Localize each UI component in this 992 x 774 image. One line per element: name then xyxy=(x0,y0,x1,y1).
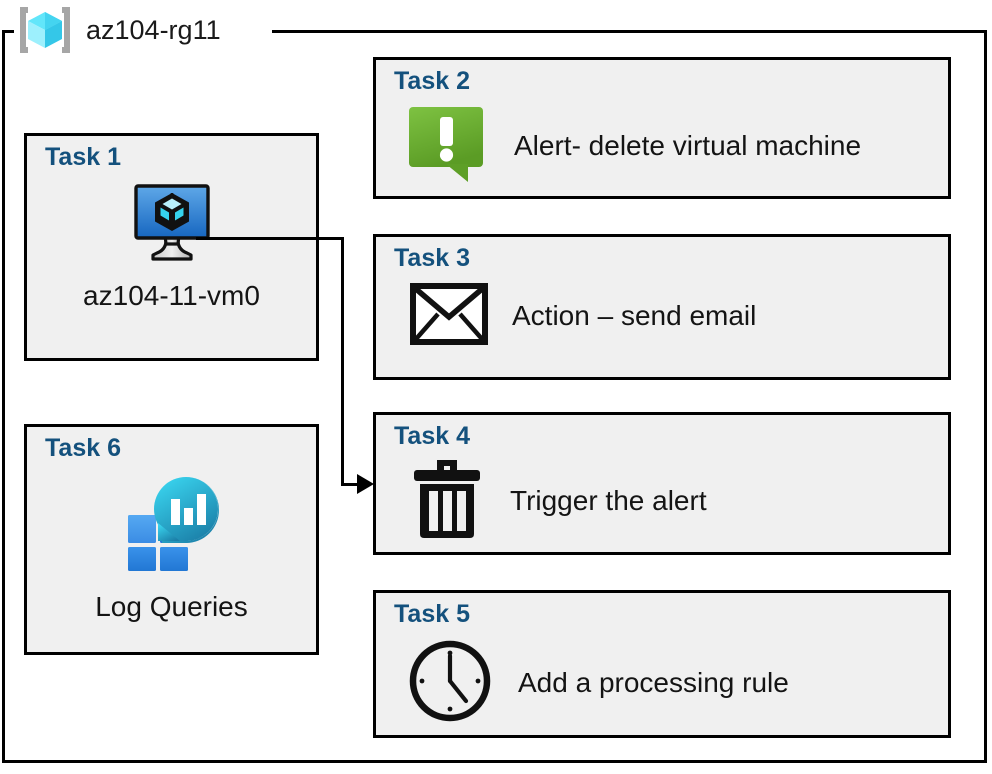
task-card-task-3[interactable]: Task 3 Action – send email xyxy=(373,234,951,380)
task-3-label: Action – send email xyxy=(512,300,757,332)
virtual-machine-icon xyxy=(127,182,217,267)
task-card-task-4[interactable]: Task 4 Trigger the alert xyxy=(373,412,951,555)
task-2-label: Alert- delete virtual machine xyxy=(514,130,862,162)
task-3-content: Action – send email xyxy=(410,283,938,350)
log-analytics-icon xyxy=(120,475,224,576)
task-1-content: az104-11-vm0 xyxy=(27,182,316,312)
trash-can-icon xyxy=(412,457,482,546)
connector-segment-horizontal-bottom xyxy=(341,483,367,486)
task-4-label: Trigger the alert xyxy=(510,485,707,517)
task-6-label: Log Queries xyxy=(95,591,248,622)
clock-icon xyxy=(408,639,492,728)
resource-group-frame-top-left-segment xyxy=(2,30,18,33)
resource-group-name: az104-rg11 xyxy=(86,14,221,45)
task-card-task-2[interactable]: Task 2 Alert- delete virtual machin xyxy=(373,57,951,199)
task-4-content: Trigger the alert xyxy=(412,457,938,546)
task-6-content: Log Queries xyxy=(27,475,316,623)
task-5-content: Add a processing rule xyxy=(408,639,938,728)
azure-resource-group-icon xyxy=(14,4,76,56)
envelope-icon xyxy=(410,283,488,350)
task-1-label: az104-11-vm0 xyxy=(83,280,260,311)
task-2-title: Task 2 xyxy=(394,67,470,95)
connector-arrow-head-icon xyxy=(357,474,374,494)
connector-segment-horizontal-top xyxy=(196,237,344,240)
task-4-title: Task 4 xyxy=(394,422,470,450)
resource-group-frame-top-right-segment xyxy=(272,30,987,33)
resource-group-frame xyxy=(2,30,987,763)
task-5-label: Add a processing rule xyxy=(518,667,789,699)
connector-segment-vertical xyxy=(341,237,344,484)
resource-group-header: az104-rg11 xyxy=(14,2,229,58)
task-card-task-6[interactable]: Task 6 xyxy=(24,424,319,655)
task-5-title: Task 5 xyxy=(394,600,470,628)
task-card-task-5[interactable]: Task 5 Add a processing rule xyxy=(373,590,951,738)
task-card-task-1[interactable]: Task 1 xyxy=(24,133,319,361)
alert-exclamation-icon xyxy=(406,104,490,189)
task-1-title: Task 1 xyxy=(45,143,121,171)
task-3-title: Task 3 xyxy=(394,244,470,272)
task-6-title: Task 6 xyxy=(45,434,121,462)
task-2-content: Alert- delete virtual machine xyxy=(406,104,938,189)
